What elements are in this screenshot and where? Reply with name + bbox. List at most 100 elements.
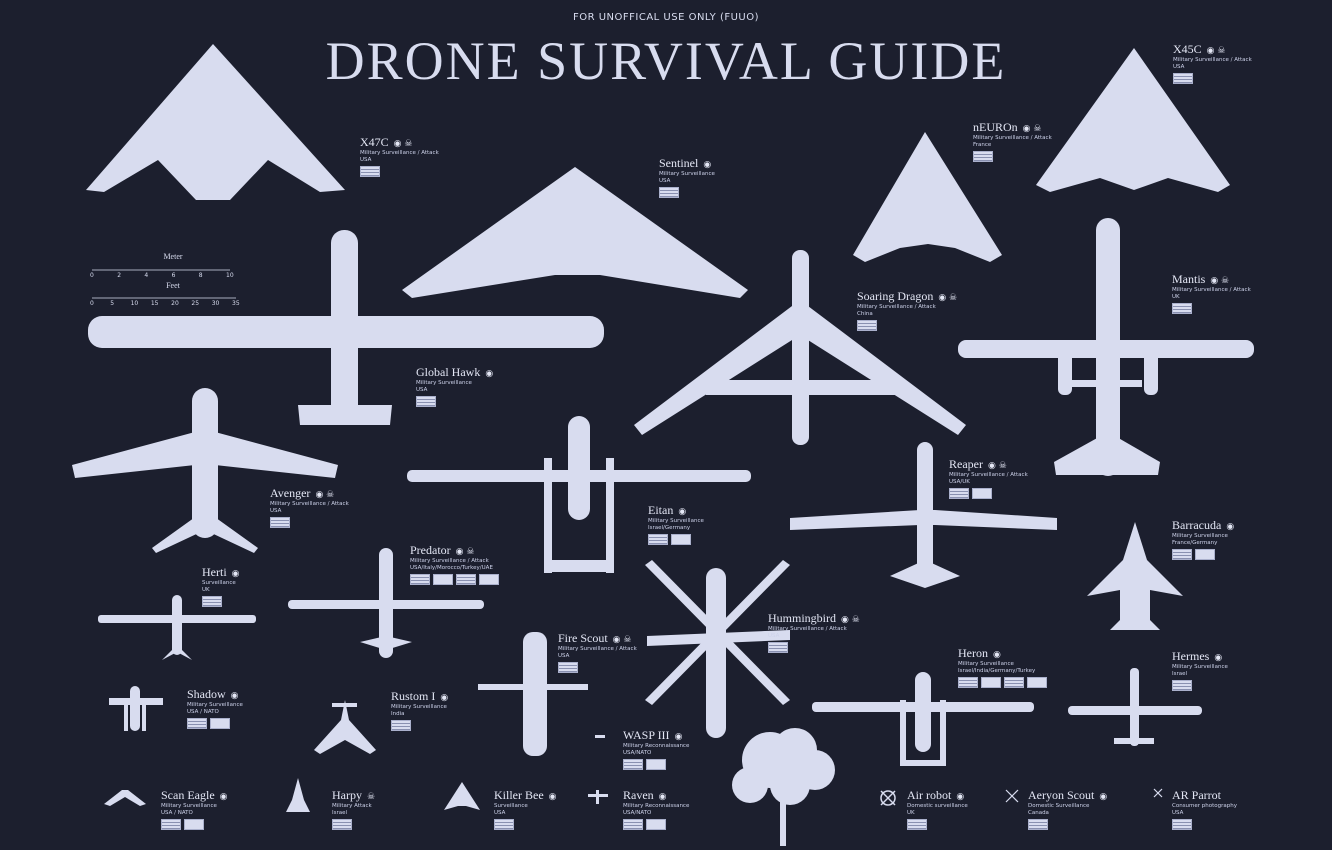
meter-label: Meter [163,252,183,261]
x47c-silhouette [86,44,345,200]
drone-country: USA/NATO [623,809,652,816]
threat-icons: ◉ ☠ [612,635,632,645]
flag-icon [202,596,222,607]
flag-icon [907,819,927,830]
drone-name: Harpy☠ [332,788,376,802]
threat-icons: ◉ [678,507,687,517]
drone-country: UK [1172,293,1180,300]
threat-icons: ◉ [658,792,667,802]
threat-icons: ◉ [993,650,1001,660]
scale-tick: 2 [117,272,122,279]
drone-name: Heron◉ [958,646,1001,660]
drone-country: USA [1173,63,1185,70]
drone-type: Domestic Surveillance [1028,803,1090,809]
flag-icon [623,819,643,830]
drone-type: Military Surveillance [416,380,472,386]
drone-name: Barracuda◉ [1172,518,1235,532]
flag-icon [981,677,1001,688]
drone-name: Hummingbird◉ ☠ [768,611,860,625]
drone-type: Military Surveillance / Attack [360,150,439,156]
drone-country: Canada [1028,809,1049,816]
drone-type: Military Reconnaissance [623,803,690,809]
flag-icon [558,662,578,673]
drone-type: Consumer photography [1172,803,1238,809]
airrobot-silhouette [880,790,896,806]
scale-tick: 5 [110,300,115,307]
raven-silhouette [588,790,608,804]
drone-name: Eitan◉ [648,503,687,517]
drone-country: USA / NATO [187,708,219,715]
flags [1172,303,1251,314]
drone-country: Israel [1172,670,1188,677]
drone-name: AR Parrot [1172,788,1221,802]
flags [1028,819,1107,830]
scale-bars [92,269,236,299]
avenger-silhouette [72,388,338,553]
drone-country: France/Germany [1172,539,1218,546]
scaneagle-silhouette [104,790,146,806]
barracuda-silhouette [1087,522,1183,630]
drone-type: Military Reconnaissance [623,743,690,749]
drone-name: Killer Bee◉ [494,788,557,802]
flag-icon [646,819,666,830]
threat-icons: ☠ [367,792,376,802]
flags [187,718,243,729]
flag-icon [1028,819,1048,830]
flags [949,488,1028,499]
flag-icon [648,534,668,545]
flag-icon [623,759,643,770]
hermes-silhouette [1068,668,1202,746]
flag-icon [332,819,352,830]
eitan-silhouette [407,416,751,573]
drone-country: USA / NATO [161,809,193,816]
flag-icon [161,819,181,830]
drone-type: Surveillance [202,580,236,586]
drone-name: Predator◉ ☠ [410,543,475,557]
scale-tick: 15 [150,300,159,307]
drone-name: Avenger◉ ☠ [270,486,335,500]
threat-icons: ◉ ☠ [1206,46,1226,56]
drone-type: Military Surveillance [958,661,1014,667]
x45c-silhouette [1036,48,1230,192]
flags [623,759,689,770]
flags [391,720,448,731]
drone-name: Air robot◉ [907,788,965,802]
drone-type: Military Surveillance / Attack [410,558,489,564]
drone-name: X47C◉ ☠ [360,135,413,149]
shadow-silhouette [109,686,163,731]
drone-country: UK [907,809,915,816]
flag-icon [270,517,290,528]
drone-name: Shadow◉ [187,687,239,701]
harpy-silhouette [286,778,310,812]
drone-name: Scan Eagle◉ [161,788,228,802]
drone-type: Military Surveillance [187,702,243,708]
drone-country: USA [270,507,282,514]
threat-icons: ◉ [956,792,965,802]
drone-name: Hermes◉ [1172,649,1223,663]
flags [270,517,349,528]
feet-label: Feet [166,281,180,290]
flags [558,662,637,673]
drone-country: USA/NATO [623,749,652,756]
scale-tick: 35 [232,300,240,307]
flag-icon [433,574,453,585]
scale-tick: 8 [198,272,203,279]
tree-silhouette [732,728,835,846]
scale-tick: 0 [90,272,94,279]
flag-icon [958,677,978,688]
threat-icons: ◉ [440,693,449,703]
drone-type: Military Surveillance [391,704,447,710]
scale-tick: 4 [144,272,149,279]
